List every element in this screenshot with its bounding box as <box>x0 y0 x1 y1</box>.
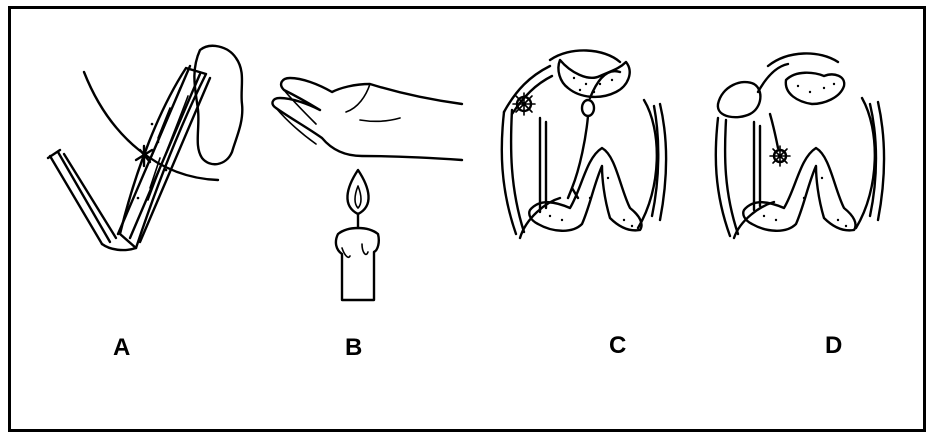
panel-a <box>40 38 250 278</box>
panel-d <box>704 38 894 238</box>
panel-c <box>490 38 680 238</box>
panel-label-a: A <box>113 334 130 362</box>
arm-muscle-icon <box>40 38 250 278</box>
hand-over-candle-icon <box>262 38 472 308</box>
spinal-cord-interneuron-icon <box>704 38 894 238</box>
panel-label-d: D <box>825 332 842 360</box>
panel-b <box>262 38 472 308</box>
panel-label-c: C <box>609 332 626 360</box>
panel-label-b: B <box>345 334 362 362</box>
spinal-cord-reflex-icon <box>490 38 680 238</box>
